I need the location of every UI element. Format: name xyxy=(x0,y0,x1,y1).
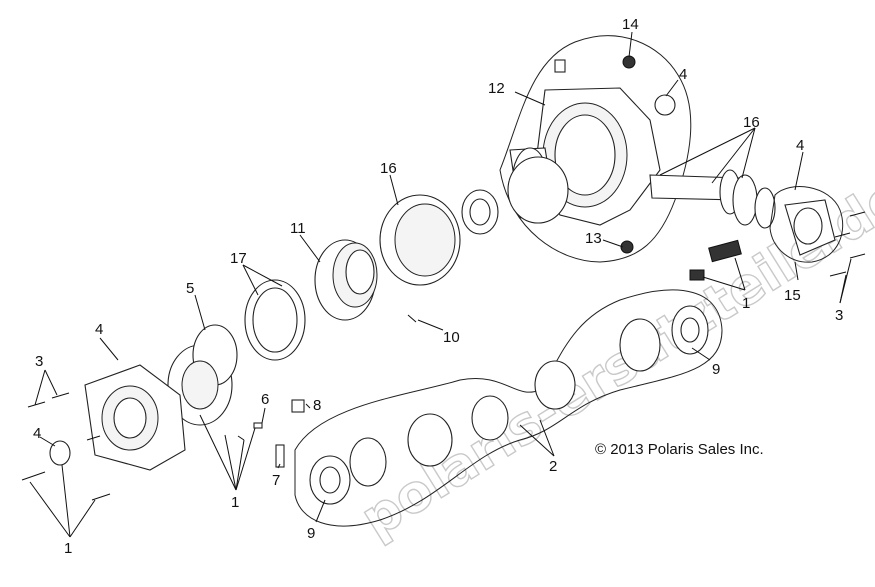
cover-4-left xyxy=(49,364,186,471)
callout-4-top: 4 xyxy=(679,66,687,83)
callout-4-bottom-left: 4 xyxy=(33,425,41,442)
callout-3-right: 3 xyxy=(835,307,843,324)
callout-9-left: 9 xyxy=(307,525,315,542)
ring-17 xyxy=(244,279,306,361)
callout-3-left: 3 xyxy=(35,353,43,370)
cover-plate-15 xyxy=(769,186,844,263)
small-parts-6-7-8 xyxy=(237,399,305,468)
ring-gear-16 xyxy=(379,156,569,286)
callout-16-right: 16 xyxy=(743,114,760,131)
bolts-3-left xyxy=(21,392,111,501)
callout-labels: 14 4 12 16 4 16 11 17 13 5 1 15 3 10 4 9… xyxy=(33,16,843,557)
callout-4-right: 4 xyxy=(796,137,804,154)
callout-1-right: 1 xyxy=(742,295,750,312)
callout-9-right: 9 xyxy=(712,361,720,378)
callout-7: 7 xyxy=(272,472,280,489)
callout-4-left: 4 xyxy=(95,321,103,338)
clutch-pack-11 xyxy=(314,239,417,323)
callout-17: 17 xyxy=(230,250,247,267)
callout-15: 15 xyxy=(784,287,801,304)
callout-13: 13 xyxy=(585,230,602,247)
callout-11: 11 xyxy=(290,220,306,237)
housing-assembly-12 xyxy=(499,35,692,263)
callout-16-middle: 16 xyxy=(380,160,397,177)
callout-6: 6 xyxy=(261,391,269,408)
callout-1-middle: 1 xyxy=(231,494,239,511)
shaft-assembly-2 xyxy=(294,289,723,527)
sensor-parts-right xyxy=(689,239,742,281)
bolts-3-right xyxy=(829,211,866,277)
hub-5 xyxy=(167,324,238,426)
callout-1-left: 1 xyxy=(64,540,72,557)
callout-14: 14 xyxy=(622,16,639,33)
callout-10: 10 xyxy=(443,329,460,346)
shaft-bearings-16 xyxy=(649,169,776,229)
callout-5: 5 xyxy=(186,280,194,297)
copyright-notice: © 2013 Polaris Sales Inc. xyxy=(595,441,764,458)
callout-8: 8 xyxy=(313,397,321,414)
callout-12: 12 xyxy=(488,80,505,97)
callout-2: 2 xyxy=(549,458,557,475)
leader-lines xyxy=(29,31,852,538)
